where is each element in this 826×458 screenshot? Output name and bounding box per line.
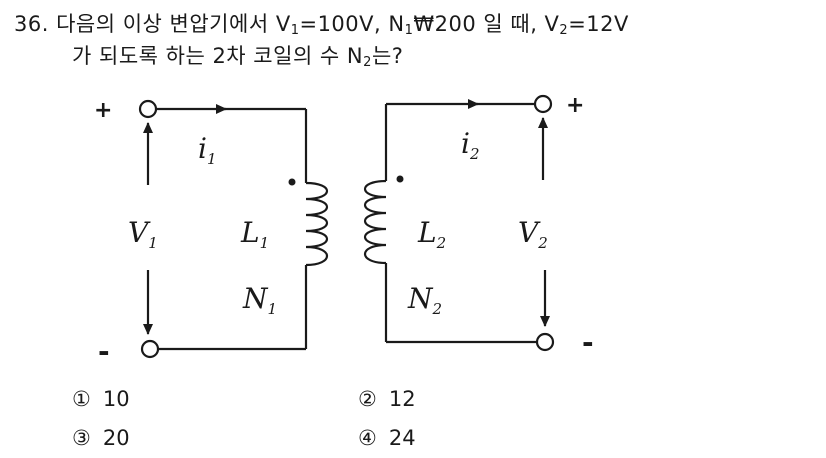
question-text-1b: =100V, N <box>299 12 405 36</box>
subscript: 1 <box>404 23 414 38</box>
question-line-2: 가 되도록 하는 2차 코일의 수 N2는? <box>72 40 403 70</box>
option-1[interactable]: ① 10 <box>72 387 130 411</box>
subscript: 2 <box>363 55 372 70</box>
option-1-value: 10 <box>102 387 130 411</box>
secondary-plus-sign: + <box>566 93 584 118</box>
subscript: 2 <box>559 23 569 38</box>
secondary-top-terminal <box>533 94 553 114</box>
option-2-value: 12 <box>388 387 416 411</box>
primary-plus-sign: + <box>94 98 112 123</box>
option-3[interactable]: ③ 20 <box>72 426 130 450</box>
option-4-value: 24 <box>388 426 416 450</box>
question-number: 36. <box>14 12 49 36</box>
current-i1-label: i1 <box>198 132 217 168</box>
secondary-coil-l2 <box>364 179 387 265</box>
secondary-bottom-terminal <box>535 332 555 352</box>
option-2[interactable]: ② 12 <box>358 387 416 411</box>
primary-circuit <box>143 104 328 351</box>
option-3-value: 20 <box>102 426 130 450</box>
turns-n2-label: N2 <box>407 282 442 318</box>
secondary-circuit <box>364 99 550 344</box>
voltage-v1-label: V1 <box>128 216 158 252</box>
primary-coil-l1 <box>305 181 328 267</box>
inductor-l1-label: L1 <box>240 216 269 252</box>
primary-polarity-dot <box>288 178 296 186</box>
current-i2-label: i2 <box>461 127 480 163</box>
question-line-1: 36. 다음의 이상 변압기에서 V1=100V, N1₩200 일 때, V2… <box>14 8 629 38</box>
option-3-mark: ③ <box>72 426 91 450</box>
inductor-l2-label: L2 <box>417 216 446 252</box>
question-text-1c: ₩200 일 때, V <box>413 12 560 36</box>
turns-n1-label: N1 <box>242 282 277 318</box>
subscript: 1 <box>290 23 300 38</box>
question-text-1a: 다음의 이상 변압기에서 V <box>56 12 291 36</box>
question-text-2a: 가 되도록 하는 2차 코일의 수 N <box>72 44 364 68</box>
voltage-v2-label: V2 <box>518 216 548 252</box>
secondary-minus-sign: - <box>582 326 594 359</box>
option-2-mark: ② <box>358 387 377 411</box>
question-text-1d: =12V <box>568 12 629 36</box>
primary-top-terminal <box>138 99 158 119</box>
secondary-polarity-dot <box>396 175 404 183</box>
primary-bottom-terminal <box>140 339 160 359</box>
option-1-mark: ① <box>72 387 91 411</box>
option-4-mark: ④ <box>358 426 377 450</box>
option-4[interactable]: ④ 24 <box>358 426 416 450</box>
primary-minus-sign: - <box>98 335 110 368</box>
question-text-2b: 는? <box>371 44 404 68</box>
